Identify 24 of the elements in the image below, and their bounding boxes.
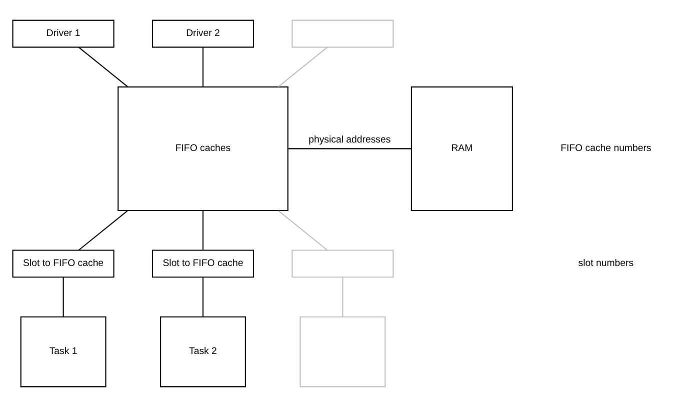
edge-label: physical addresses (308, 134, 391, 146)
connector (202, 210, 204, 250)
connector (342, 277, 344, 317)
node-box: Driver 1 (12, 20, 114, 48)
connector (278, 210, 328, 251)
node-box: Driver 2 (152, 20, 254, 48)
connector (78, 46, 128, 88)
label: FIFO cache numbers (560, 143, 652, 154)
connector (202, 47, 204, 87)
node-box: Task 2 (160, 316, 246, 388)
connector (78, 210, 128, 251)
label: slot numbers (578, 258, 634, 270)
node-box: Slot to FIFO cache (152, 250, 254, 278)
connector (288, 148, 412, 150)
node-box: FIFO caches (118, 86, 288, 212)
node-box (300, 316, 386, 388)
node-box: RAM (410, 86, 513, 212)
node-box: Slot to FIFO cache (12, 250, 114, 278)
node-box (292, 20, 394, 48)
node-box: Task 1 (20, 316, 106, 388)
connector (202, 277, 204, 317)
connector (62, 277, 64, 317)
connector (278, 46, 328, 88)
node-box (292, 250, 394, 278)
